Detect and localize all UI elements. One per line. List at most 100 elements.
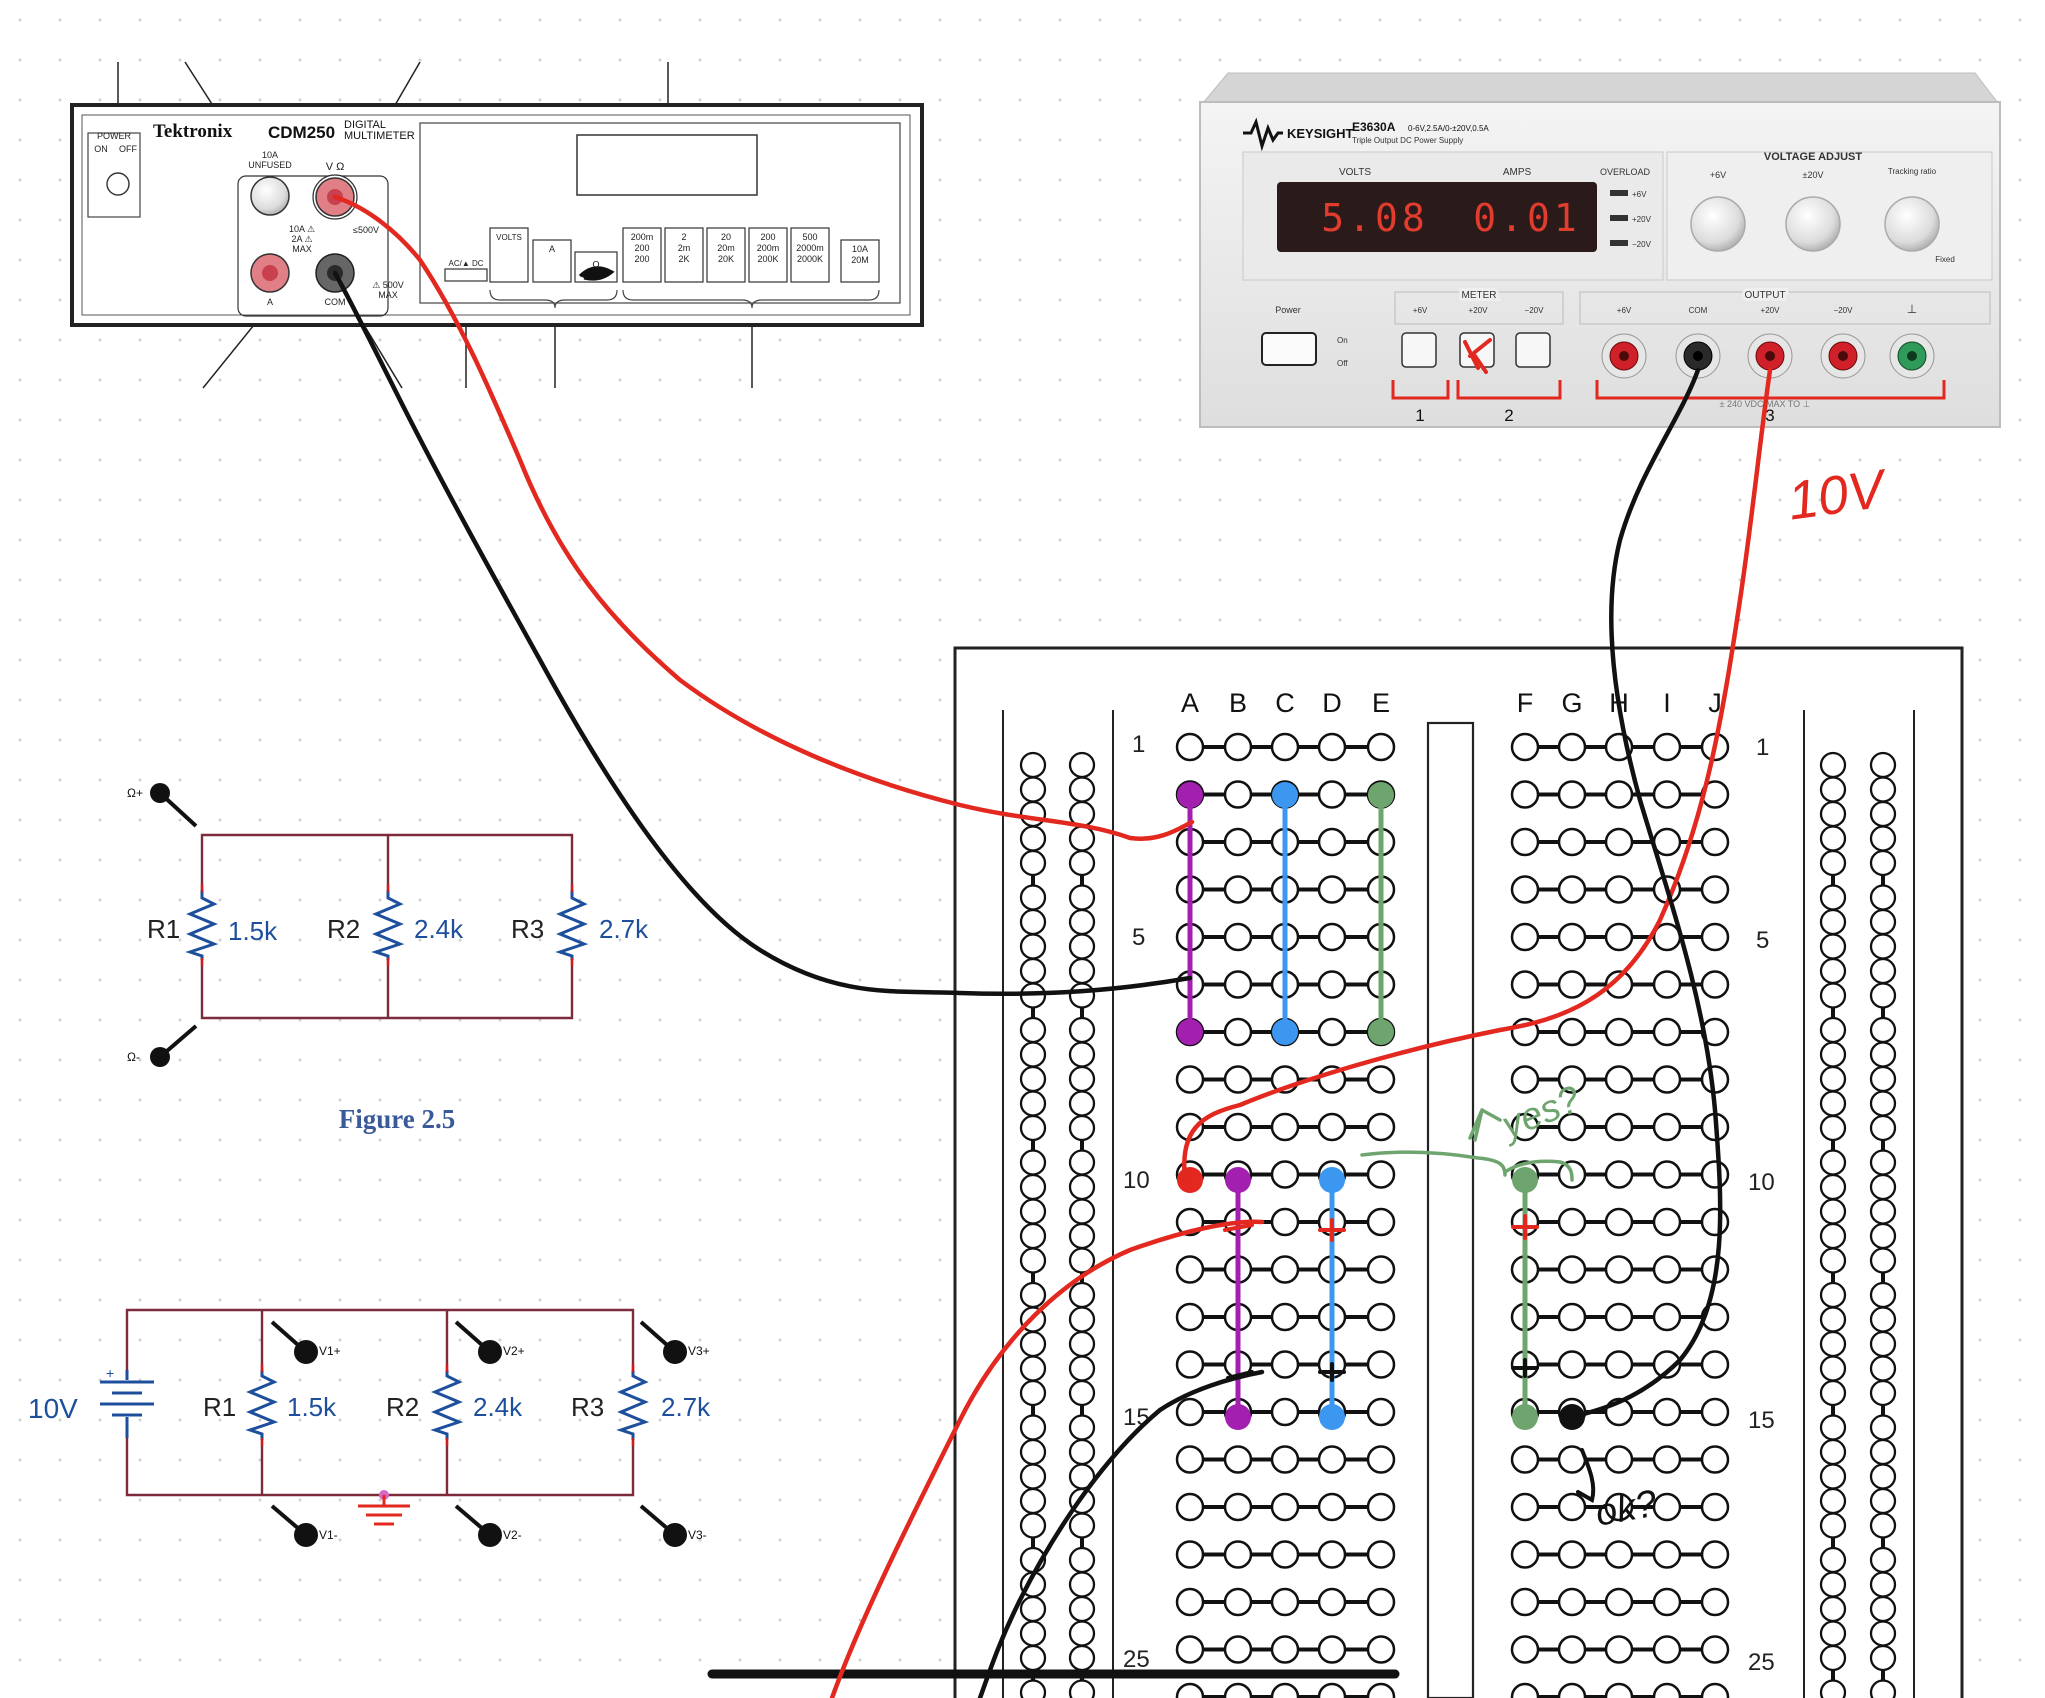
breadboard-hole[interactable] [1557,1207,1587,1237]
rail-hole[interactable] [1068,933,1096,960]
meter-button-neg20v[interactable] [1515,332,1551,368]
breadboard-hole[interactable] [1366,1350,1396,1379]
breadboard-hole[interactable] [1700,1207,1730,1237]
breadboard-hole[interactable] [1557,1635,1587,1664]
breadboard-hole[interactable] [1317,970,1347,999]
breadboard-hole[interactable] [1700,1065,1730,1094]
breadboard-hole[interactable] [1604,1017,1634,1047]
rail-hole[interactable] [1869,1644,1897,1672]
breadboard-hole[interactable] [1700,1397,1730,1427]
rail-hole[interactable] [1819,1571,1847,1598]
breadboard-hole[interactable] [1366,732,1396,762]
rail-hole[interactable] [1869,908,1897,936]
breadboard-hole[interactable] [1223,970,1253,999]
rail-hole[interactable] [1019,849,1047,877]
breadboard-hole[interactable] [1270,1207,1300,1237]
rail-hole[interactable] [1819,1173,1847,1201]
breadboard-hole[interactable] [1604,1350,1634,1379]
rail-hole[interactable] [1819,1595,1847,1623]
breadboard-hole[interactable] [1652,1587,1682,1617]
breadboard-hole[interactable] [1700,970,1730,999]
breadboard-hole[interactable] [1652,1065,1682,1094]
breadboard-hole[interactable] [1510,780,1540,809]
breadboard-hole[interactable] [1223,875,1253,904]
breadboard-hole[interactable] [1604,1682,1634,1698]
range-2-button[interactable] [664,227,704,283]
breadboard-hole[interactable] [1223,1445,1253,1474]
breadboard-hole[interactable] [1557,922,1587,952]
breadboard-hole[interactable] [1175,1635,1205,1664]
breadboard-hole[interactable] [1223,732,1253,762]
breadboard-hole[interactable] [1652,1160,1682,1189]
rail-hole[interactable] [1819,1463,1847,1490]
breadboard-hole[interactable] [1652,1682,1682,1698]
rail-hole[interactable] [1819,1041,1847,1068]
rail-hole[interactable] [1019,1487,1047,1515]
breadboard-hole[interactable] [1604,1445,1634,1474]
breadboard-hole[interactable] [1270,732,1300,762]
rail-hole[interactable] [1019,1222,1047,1250]
volts-button[interactable] [489,227,529,283]
rail-hole[interactable] [1019,1281,1047,1309]
breadboard-hole[interactable] [1510,1492,1540,1522]
rail-hole[interactable] [1819,933,1847,960]
breadboard-hole[interactable] [1652,970,1682,999]
breadboard-hole[interactable] [1652,1540,1682,1569]
breadboard-hole[interactable] [1604,922,1634,952]
meter-button-6v[interactable] [1401,332,1437,368]
rail-hole[interactable] [1819,751,1847,779]
rail-hole[interactable] [1019,1149,1047,1176]
breadboard-hole[interactable] [1510,1112,1540,1142]
breadboard-hole[interactable] [1652,1350,1682,1379]
breadboard-hole[interactable] [1175,1540,1205,1569]
breadboard-hole[interactable] [1366,1682,1396,1698]
breadboard-hole[interactable] [1175,1445,1205,1474]
rail-hole[interactable] [1068,1571,1096,1598]
rail-hole[interactable] [1019,884,1047,911]
rail-hole[interactable] [1869,1546,1897,1574]
rail-hole[interactable] [1068,1595,1096,1623]
breadboard-hole[interactable] [1652,732,1682,762]
breadboard-hole[interactable] [1317,780,1347,809]
breadboard-hole[interactable] [1652,1397,1682,1427]
breadboard-hole[interactable] [1175,1350,1205,1379]
breadboard-hole[interactable] [1270,1255,1300,1284]
rail-hole[interactable] [1869,1679,1897,1698]
breadboard-hole[interactable] [1604,1540,1634,1569]
breadboard-hole[interactable] [1366,1635,1396,1664]
rail-hole[interactable] [1019,933,1047,960]
rail-hole[interactable] [1869,884,1897,911]
breadboard-hole[interactable] [1604,1492,1634,1522]
rail-hole[interactable] [1869,1571,1897,1598]
breadboard-hole[interactable] [1317,1635,1347,1664]
breadboard-hole[interactable] [1604,970,1634,999]
breadboard-hole[interactable] [1317,1445,1347,1474]
rail-hole[interactable] [1869,1438,1897,1466]
breadboard-hole[interactable] [1223,1540,1253,1569]
rail-hole[interactable] [1819,1355,1847,1382]
breadboard-hole[interactable] [1652,1302,1682,1332]
rail-hole[interactable] [1019,1414,1047,1441]
rail-hole[interactable] [1019,1679,1047,1698]
rail-hole[interactable] [1068,1198,1096,1225]
breadboard-hole[interactable] [1366,1160,1396,1189]
rail-hole[interactable] [1819,1222,1847,1250]
rail-hole[interactable] [1068,751,1096,779]
breadboard-hole[interactable] [1366,1207,1396,1237]
breadboard-hole[interactable] [1510,1635,1540,1664]
rail-hole[interactable] [1019,1173,1047,1201]
breadboard-hole[interactable] [1510,1065,1540,1094]
breadboard-hole[interactable] [1317,732,1347,762]
breadboard-hole[interactable] [1510,827,1540,857]
rail-hole[interactable] [1869,1247,1897,1274]
breadboard-hole[interactable] [1700,1635,1730,1664]
breadboard-hole[interactable] [1317,1540,1347,1569]
rail-hole[interactable] [1819,1644,1847,1672]
breadboard-hole[interactable] [1557,1065,1587,1094]
rail-hole[interactable] [1019,825,1047,852]
breadboard-hole[interactable] [1604,780,1634,809]
breadboard-hole[interactable] [1366,1587,1396,1617]
rail-hole[interactable] [1819,884,1847,911]
rail-hole[interactable] [1869,1355,1897,1382]
breadboard-hole[interactable] [1557,827,1587,857]
